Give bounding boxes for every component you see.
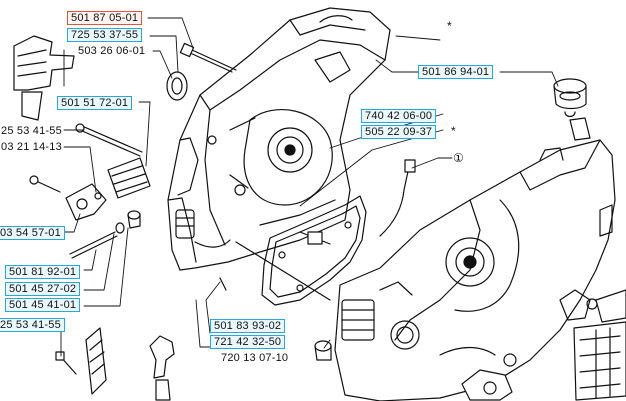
asterisk-mark-top: * (447, 19, 452, 33)
spacer-sleeve-bottom (314, 340, 332, 361)
part-label-501-81-92-01[interactable]: 501 81 92-01 (5, 265, 81, 279)
part-label-721-42-32-50[interactable]: 721 42 32-50 (210, 335, 286, 349)
chain-catcher-bottom (149, 335, 175, 401)
long-bolt-left (75, 123, 143, 157)
wire-connector (379, 159, 416, 237)
part-label-25-53-41-55-top[interactable]: 25 53 41-55 (1, 125, 62, 137)
damper-block (107, 157, 151, 199)
oil-pump-cap (553, 78, 587, 118)
guide-rod (219, 241, 331, 301)
part-label-725-53-37-55[interactable]: 725 53 37-55 (67, 28, 143, 42)
bracket-clamp (65, 183, 107, 221)
part-label-501-83-93-02[interactable]: 501 83 93-02 (210, 319, 286, 333)
part-label-501-51-72-01[interactable]: 501 51 72-01 (57, 96, 133, 110)
top-bolt (179, 42, 237, 73)
crankcase-right-half (334, 139, 616, 401)
part-label-03-54-57-01[interactable]: 03 54 57-01 (0, 226, 65, 240)
cover-plate (13, 35, 75, 121)
grip-piece-bottom (461, 369, 513, 401)
frame-bracket-right (573, 321, 626, 401)
part-label-501-86-94-01[interactable]: 501 86 94-01 (418, 65, 494, 79)
guide-plate-bottom (85, 327, 107, 395)
part-label-501-45-41-01[interactable]: 501 45 41-01 (5, 298, 81, 312)
part-label-501-45-27-02[interactable]: 501 45 27-02 (5, 282, 81, 296)
hex-bolt-middle (299, 231, 331, 245)
part-label-740-42-06-00[interactable]: 740 42 06-00 (361, 109, 437, 123)
gasket (261, 195, 367, 306)
part-label-720-13-07-10[interactable]: 720 13 07-10 (221, 352, 289, 364)
small-bolt (29, 175, 61, 193)
part-label-25-53-41-55-bottom[interactable]: 25 53 41-55 (0, 318, 65, 332)
part-label-501-87-05-01[interactable]: 501 87 05-01 (67, 11, 143, 25)
long-screw-lower (69, 231, 118, 259)
crankcase-left-half (167, 7, 391, 271)
small-screw-lower (55, 351, 77, 375)
handle-corner-right (595, 289, 626, 323)
bracket-right (569, 117, 591, 141)
part-label-505-22-09-37[interactable]: 505 22 09-37 (361, 125, 437, 139)
seal-ring (166, 71, 188, 101)
part-label-503-26-06-01[interactable]: 503 26 06-01 (78, 45, 146, 57)
stud-sleeve (115, 210, 141, 234)
circled-one-mark: ① (453, 151, 464, 165)
part-label-03-21-14-13[interactable]: 03 21 14-13 (1, 141, 62, 153)
asterisk-mark-mid: * (451, 124, 456, 138)
